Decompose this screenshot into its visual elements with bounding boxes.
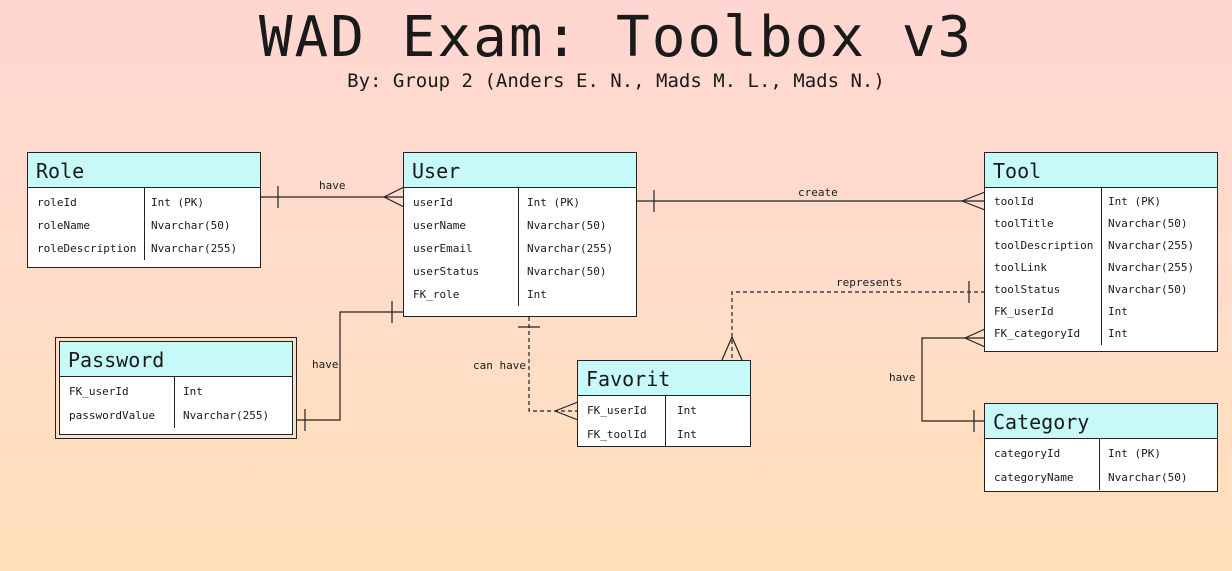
field-name: roleName [37, 219, 90, 232]
entity-title: Favorit [578, 361, 750, 396]
entity-title: Password [60, 342, 292, 377]
table-row: FK_role Int [404, 283, 636, 306]
field-name: userEmail [413, 242, 473, 255]
field-name: userStatus [413, 265, 480, 278]
table-row: passwordValue Nvarchar(255) [60, 404, 292, 428]
field-type: Nvarchar(50) [527, 265, 607, 278]
column-divider [665, 396, 666, 447]
entity-title: User [404, 153, 636, 188]
relationship-tool-category [921, 328, 986, 432]
field-type: Nvarchar(255) [1108, 239, 1195, 252]
table-row: FK_userId Int [60, 380, 292, 404]
relationship-role-user [260, 186, 405, 208]
field-name: userId [413, 196, 453, 209]
field-type: Int [677, 428, 697, 441]
table-row: userId Int (PK) [404, 191, 636, 214]
entity-password: Password FK_userId Int passwordValue Nvarc… [59, 341, 293, 435]
field-name: FK_userId [587, 404, 647, 417]
entity-title: Category [985, 404, 1217, 439]
field-type: Int [183, 385, 203, 398]
diagram-subtitle: By: Group 2 (Anders E. N., Mads M. L., M… [347, 70, 885, 92]
field-type: Nvarchar(255) [183, 409, 270, 422]
table-row: userEmail Nvarchar(255) [404, 237, 636, 260]
table-row: roleName Nvarchar(50) [28, 214, 260, 237]
entity-password-outer-border [55, 337, 297, 439]
column-divider [144, 188, 145, 260]
column-divider [174, 377, 175, 428]
table-row: categoryName Nvarchar(50) [985, 466, 1217, 490]
table-row: userStatus Nvarchar(50) [404, 260, 636, 283]
field-name: toolTitle [994, 217, 1054, 230]
entity-category: Category categoryId Int (PK) categoryName… [984, 403, 1218, 492]
field-type: Nvarchar(50) [1108, 471, 1188, 484]
field-type: Nvarchar(50) [527, 219, 607, 232]
column-divider [1101, 188, 1102, 345]
table-row: FK_toolId Int [578, 423, 750, 447]
field-name: toolId [994, 195, 1034, 208]
column-divider [1099, 439, 1100, 490]
field-type: Int (PK) [527, 196, 580, 209]
field-type: Int (PK) [1108, 447, 1161, 460]
table-row: roleDescription Nvarchar(255) [28, 237, 260, 260]
field-type: Nvarchar(255) [151, 242, 238, 255]
relationship-label-user-favorit: can have [473, 359, 526, 372]
entity-title: Tool [985, 153, 1217, 188]
table-row: userName Nvarchar(50) [404, 214, 636, 237]
diagram-title: WAD Exam: Toolbox v3 [258, 5, 974, 70]
field-name: FK_userId [69, 385, 129, 398]
field-name: userName [413, 219, 466, 232]
table-row: toolStatus Nvarchar(50) [985, 279, 1217, 301]
table-row: roleId Int (PK) [28, 191, 260, 214]
field-name: roleId [37, 196, 77, 209]
field-type: Int [1108, 327, 1128, 340]
field-type: Int (PK) [151, 196, 204, 209]
field-name: FK_categoryId [994, 327, 1081, 340]
field-name: toolLink [994, 261, 1047, 274]
table-row: FK_userId Int [985, 301, 1217, 323]
table-row: toolId Int (PK) [985, 191, 1217, 213]
field-name: toolStatus [994, 283, 1061, 296]
table-row: toolLink Nvarchar(255) [985, 257, 1217, 279]
field-type: Int [1108, 305, 1128, 318]
table-row: FK_userId Int [578, 399, 750, 423]
field-name: categoryName [994, 471, 1074, 484]
field-type: Nvarchar(50) [151, 219, 231, 232]
field-name: toolDescription [994, 239, 1094, 252]
relationship-label-role-user: have [319, 179, 346, 192]
field-type: Int [527, 288, 547, 301]
field-name: FK_toolId [587, 428, 647, 441]
field-name: categoryId [994, 447, 1061, 460]
field-name: roleDescription [37, 242, 137, 255]
relationship-favorit-tool [721, 281, 985, 361]
column-divider [518, 188, 519, 306]
relationship-label-user-password: have [312, 358, 339, 371]
field-name: FK_role [413, 288, 460, 301]
field-name: passwordValue [69, 409, 156, 422]
relationship-user-tool [636, 190, 986, 212]
field-type: Nvarchar(50) [1108, 283, 1188, 296]
table-row: toolDescription Nvarchar(255) [985, 235, 1217, 257]
table-row: categoryId Int (PK) [985, 442, 1217, 466]
relationship-label-favorit-tool: represents [836, 276, 903, 289]
relationship-user-favorit [518, 317, 579, 421]
field-type: Nvarchar(255) [1108, 261, 1195, 274]
relationship-user-password [296, 301, 404, 431]
field-name: FK_userId [994, 305, 1054, 318]
field-type: Nvarchar(50) [1108, 217, 1188, 230]
field-type: Int [677, 404, 697, 417]
table-row: FK_categoryId Int [985, 323, 1217, 345]
field-type: Nvarchar(255) [527, 242, 614, 255]
relationship-label-user-tool: create [798, 186, 838, 199]
table-row: toolTitle Nvarchar(50) [985, 213, 1217, 235]
entity-title: Role [28, 153, 260, 188]
relationship-label-tool-category: have [889, 371, 916, 384]
entity-role: Role roleId Int (PK) roleName Nvarchar(50)… [27, 152, 261, 268]
field-type: Int (PK) [1108, 195, 1161, 208]
